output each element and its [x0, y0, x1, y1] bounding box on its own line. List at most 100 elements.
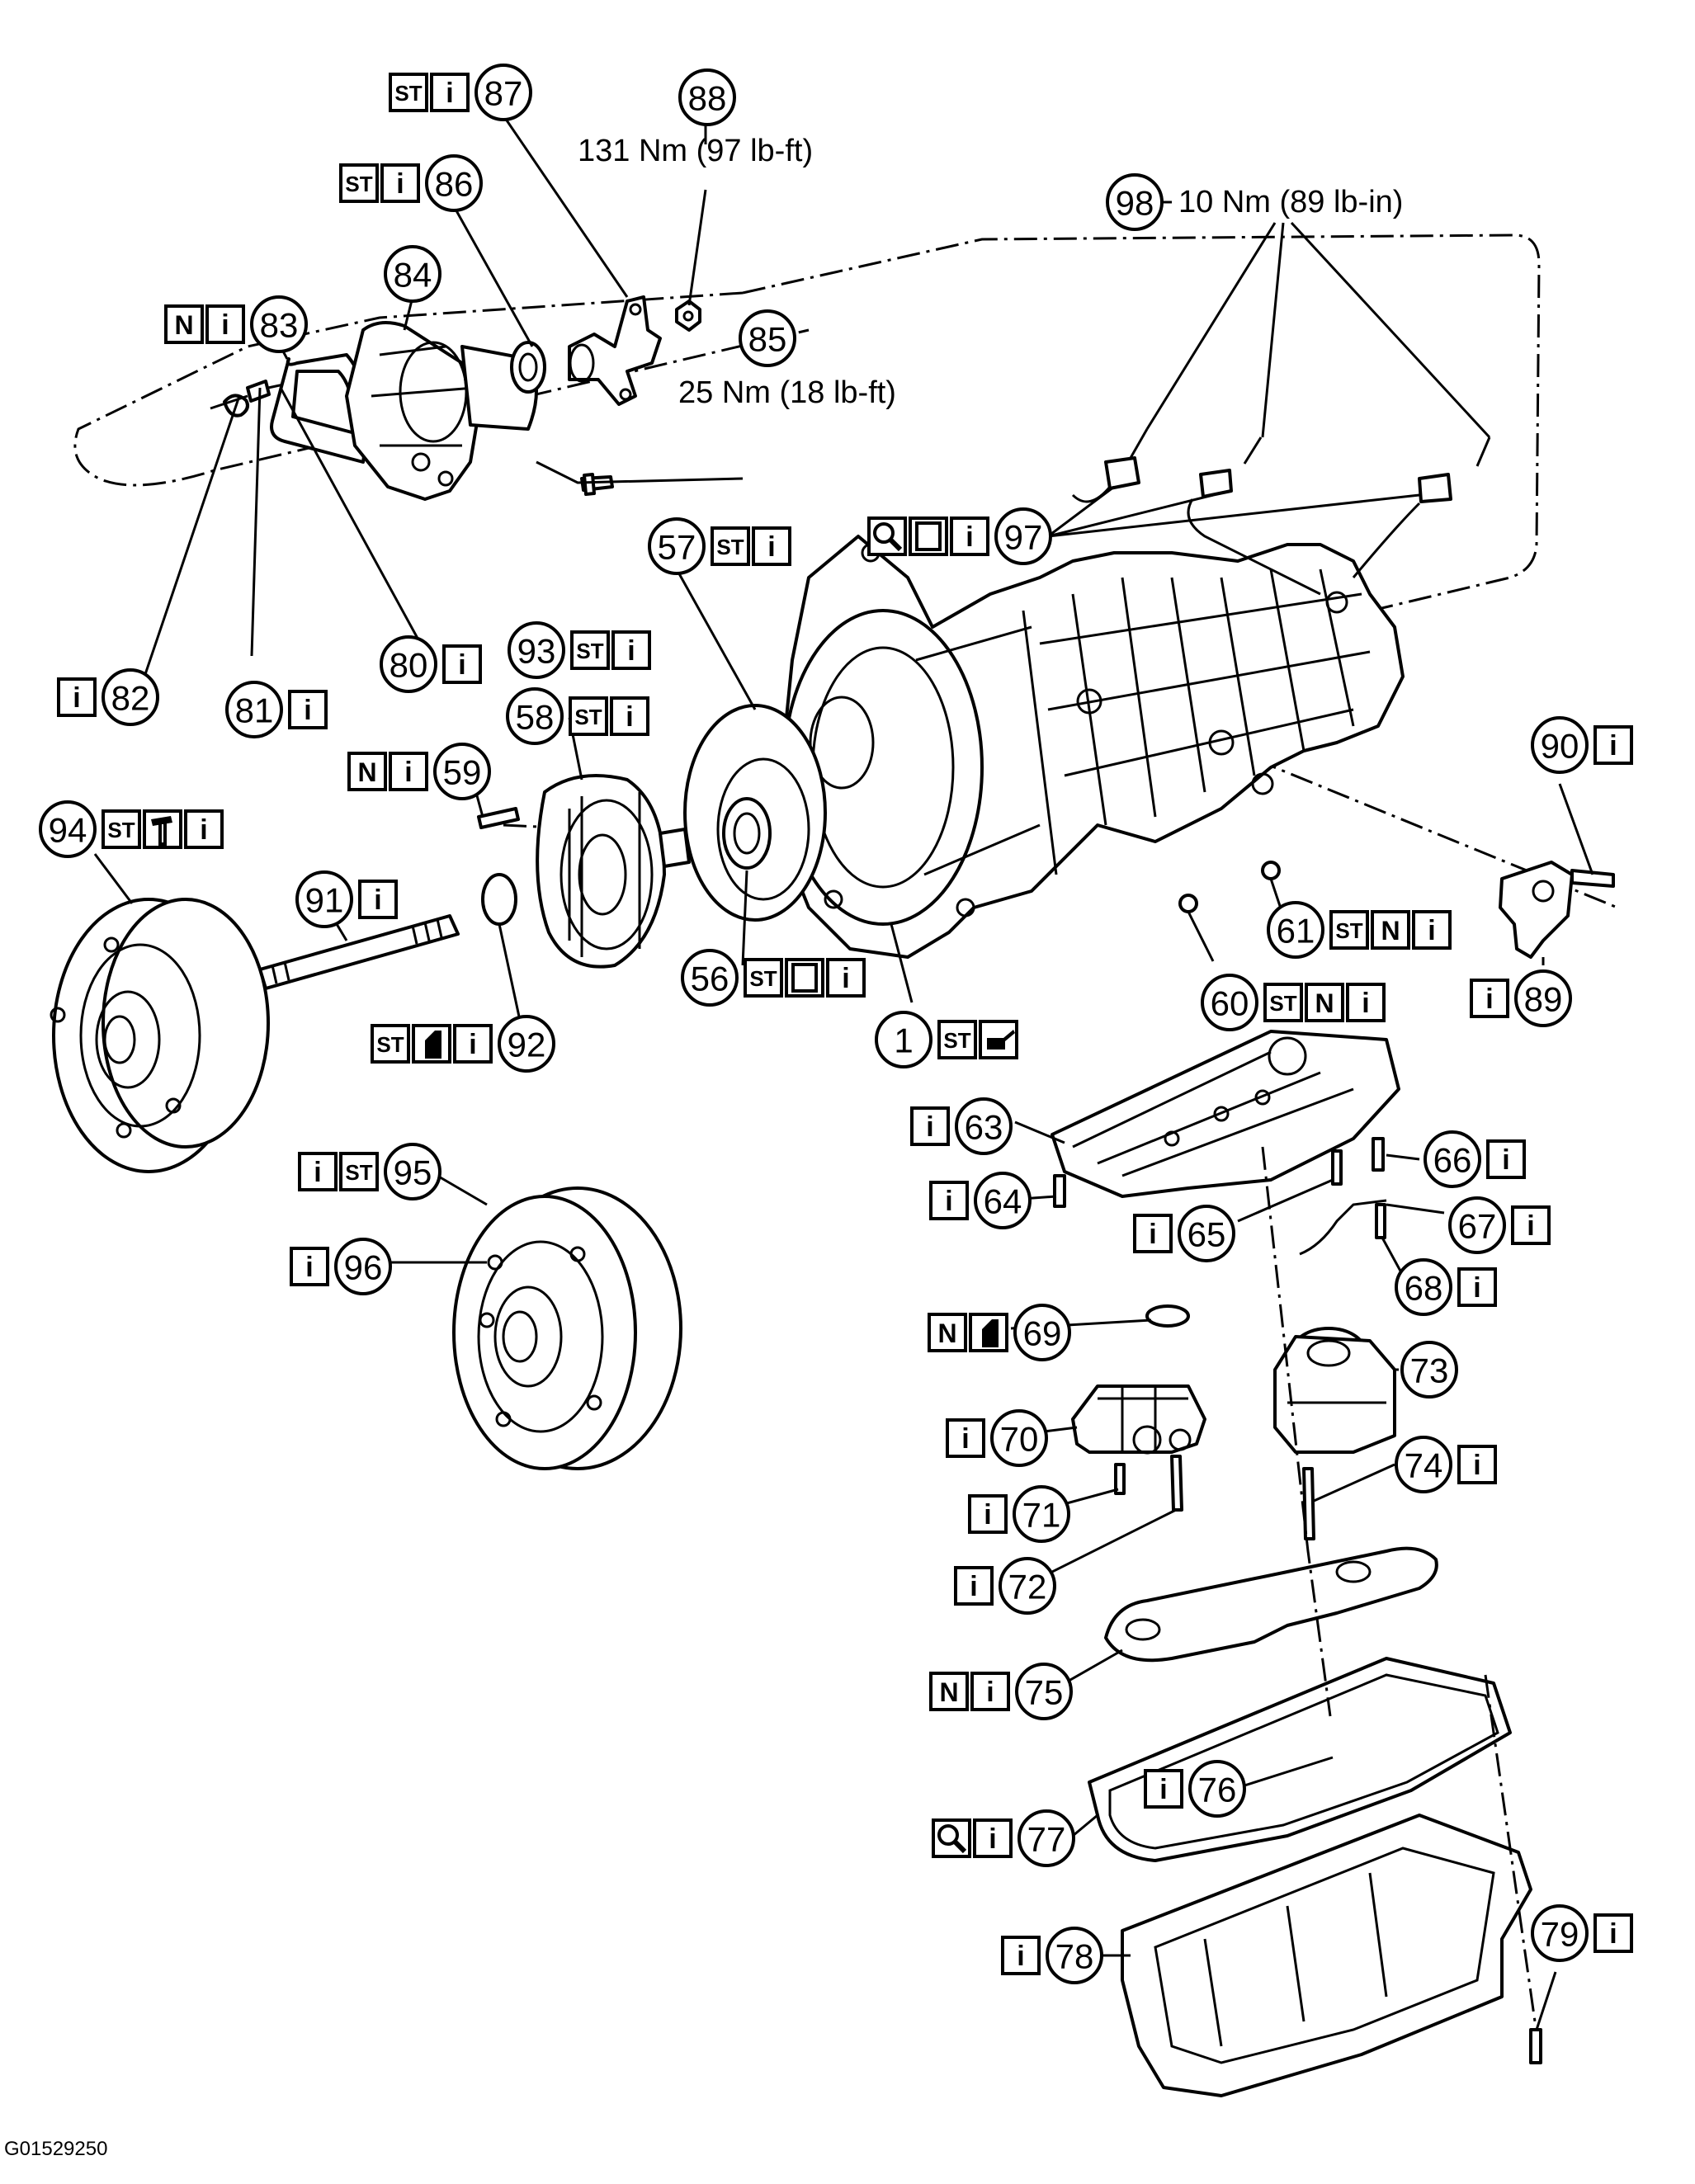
bolt-98-a: [1129, 428, 1149, 459]
svg-text:i: i: [627, 635, 635, 667]
callout-1-icons: ST: [937, 1020, 1018, 1059]
svg-text:i: i: [1473, 1450, 1480, 1481]
i-icon: i: [57, 677, 97, 717]
part-69-oring: [1145, 1304, 1190, 1328]
i-icon: i: [929, 1181, 969, 1220]
callout-76: 76: [1188, 1760, 1246, 1818]
callout-72: 72: [999, 1557, 1056, 1615]
callout-89-icons: i: [1470, 979, 1509, 1018]
callout-circle: [380, 635, 437, 693]
svg-text:i: i: [200, 814, 207, 846]
svg-text:i: i: [1527, 1210, 1534, 1242]
i-icon: i: [1593, 725, 1633, 765]
callout-79-icons: i: [1593, 1913, 1633, 1953]
svg-text:ST: ST: [345, 1160, 372, 1185]
i-icon: i: [973, 1818, 1013, 1858]
callout-number: 78: [1055, 1937, 1094, 1976]
callout-circle: [1395, 1258, 1452, 1316]
callout-circle: [1013, 1485, 1070, 1543]
callout-circle: [1178, 1205, 1235, 1262]
callout-number: 80: [390, 646, 428, 685]
callout-circle: [1531, 716, 1589, 774]
i-icon: i: [1457, 1267, 1497, 1307]
svg-text:i: i: [396, 168, 404, 200]
part-85-bolt: [580, 473, 614, 496]
svg-text:ST: ST: [345, 172, 372, 196]
callout-number: 58: [516, 698, 555, 737]
svg-text:N: N: [357, 757, 376, 787]
callout-circle: [475, 64, 532, 121]
svg-text:N: N: [1315, 988, 1334, 1018]
part-66-bolt: [1372, 1137, 1385, 1172]
callout-90-icons: i: [1593, 725, 1633, 765]
callout-circle: [506, 687, 564, 745]
callout-number: 63: [965, 1108, 1003, 1147]
i-icon: i: [1133, 1214, 1173, 1253]
callout-86: 86: [425, 154, 483, 212]
callout-number: 84: [394, 256, 432, 295]
i-icon: i: [290, 1247, 329, 1286]
ST-icon: ST: [389, 73, 428, 112]
callout-number: 69: [1023, 1314, 1062, 1353]
callout-circle: [1267, 901, 1324, 959]
i-icon: i: [288, 690, 328, 729]
callout-95: 95: [384, 1143, 441, 1200]
callout-96: 96: [334, 1238, 392, 1295]
callout-63-icons: i: [910, 1106, 950, 1146]
part-73-component: [1273, 1327, 1396, 1454]
hammer-icon: [143, 809, 182, 849]
P-icon: P: [909, 517, 948, 556]
callout-number: 96: [344, 1248, 383, 1287]
i-icon: i: [205, 304, 245, 344]
part-75-filter: [1104, 1546, 1438, 1663]
callout-83: 83: [250, 295, 308, 353]
i-icon: i: [1511, 1205, 1551, 1245]
i-icon: i: [1412, 910, 1452, 950]
callout-number: 86: [435, 165, 474, 204]
bolt-85-leader-line: [536, 460, 744, 484]
callout-number: 97: [1004, 518, 1043, 557]
callout-circle: [1015, 1663, 1073, 1720]
part-77-pan-gasket: [1088, 1657, 1512, 1862]
svg-text:i: i: [1017, 1941, 1024, 1972]
part-91-input-shaft: [258, 914, 460, 990]
callout-circle: [384, 245, 441, 303]
callout-circle: [994, 507, 1052, 565]
torque-85: 25 Nm (18 lb-ft): [678, 375, 896, 410]
callout-circle: [1395, 1436, 1452, 1493]
svg-text:i: i: [1362, 988, 1369, 1019]
svg-text:i: i: [458, 649, 465, 681]
callout-60: 60: [1201, 974, 1258, 1031]
callout-82-icons: i: [57, 677, 97, 717]
i-icon: i: [389, 752, 428, 791]
part-79-bolt: [1529, 2028, 1542, 2064]
callout-61: 61: [1267, 901, 1324, 959]
callout-80-icons: i: [442, 644, 482, 684]
callout-circle: [875, 1011, 932, 1068]
i-icon: i: [184, 809, 224, 849]
callout-93: 93: [508, 621, 565, 679]
callout-70: 70: [990, 1409, 1048, 1467]
callout-87: 87: [475, 64, 532, 121]
svg-text:ST: ST: [574, 705, 602, 729]
i-icon: i: [1346, 983, 1386, 1022]
callout-circle: [433, 743, 491, 800]
part-56-seal: [722, 797, 772, 870]
svg-text:i: i: [1149, 1219, 1156, 1250]
callout-circle: [1013, 1304, 1071, 1361]
svg-text:ST: ST: [749, 966, 777, 991]
callout-circle: [999, 1557, 1056, 1615]
svg-text:i: i: [966, 521, 973, 553]
i-icon: i: [950, 517, 989, 556]
ST-icon: ST: [1263, 983, 1303, 1022]
callout-circle: [1531, 1904, 1589, 1962]
part-82-clip: [210, 394, 249, 417]
i-icon: i: [1144, 1769, 1183, 1809]
